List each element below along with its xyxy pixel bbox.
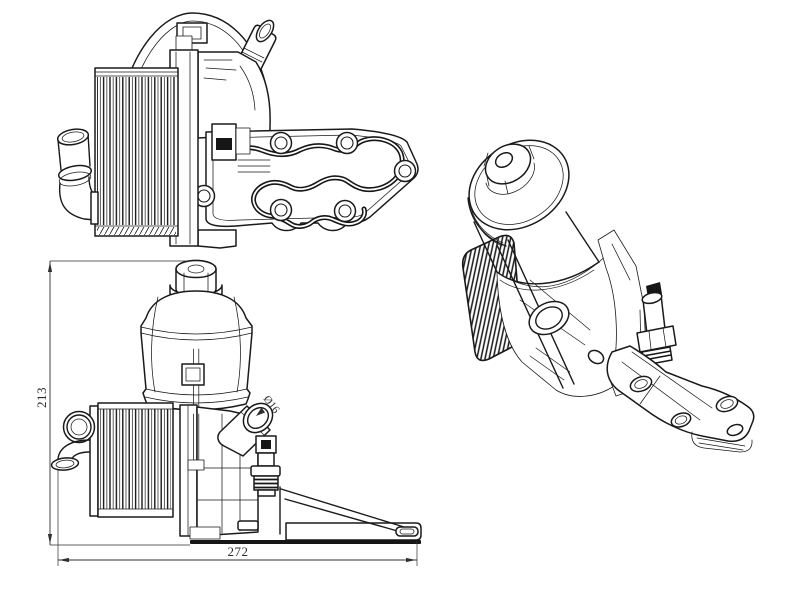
coolant-pipe-front [50, 410, 96, 471]
mounting-bracket-iso [606, 345, 755, 453]
side-view-drawing [56, 12, 419, 249]
bolt-holes-side [192, 131, 417, 223]
gasket-flange-side [192, 128, 419, 232]
dimension-arrow-left [59, 557, 69, 563]
height-dimension-label: 213 [34, 387, 49, 408]
width-dimension: 272 [57, 470, 418, 566]
mounting-bracket-front [189, 486, 422, 544]
oil-pressure-sensor-front [250, 435, 281, 497]
dimension-arrow-right [406, 557, 416, 563]
filter-cap-front [140, 259, 253, 413]
oil-pressure-sensor-iso [636, 282, 677, 366]
coolant-pipe-side [56, 128, 99, 225]
inlet-pipe-angled [217, 402, 274, 457]
dimension-arrow-up [47, 262, 53, 272]
oil-cooler-core-side [94, 67, 179, 237]
front-view-drawing [50, 259, 422, 544]
oil-port-iso [528, 300, 570, 336]
dimension-arrow-down [47, 534, 53, 544]
leader-arrow [256, 407, 265, 416]
thermostat-valve-side [211, 123, 271, 173]
housing-body-side [197, 51, 271, 249]
filter-cap-iso [467, 139, 600, 291]
oil-cooler-core-front [89, 402, 174, 518]
width-dimension-label: 272 [228, 544, 249, 559]
isometric-view-drawing [461, 139, 755, 453]
height-dimension: 213 [34, 260, 190, 546]
